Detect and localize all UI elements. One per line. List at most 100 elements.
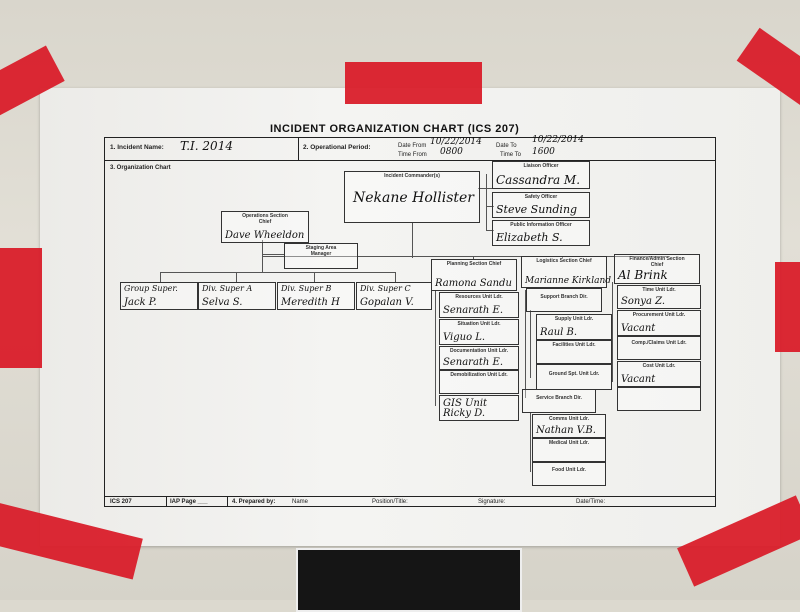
footer-position: Position/Title:: [372, 499, 408, 505]
supply-unit-box: Supply Unit Ldr. Raul B.: [536, 314, 612, 340]
resources-unit-box: Resources Unit Ldr. Senarath E.: [439, 292, 519, 318]
resources-unit-name: Senarath E.: [443, 305, 503, 316]
connector: [486, 174, 487, 230]
gis-unit-box: GIS Unit Ricky D.: [439, 395, 519, 421]
header-divider: [104, 160, 716, 161]
comms-unit-name: Nathan V.B.: [536, 425, 596, 436]
procurement-unit-box: Procurement Unit Ldr. Vacant: [617, 310, 701, 336]
planning-chief-box: Planning Section Chief Ramona Sandu: [431, 259, 517, 291]
liaison-officer-name: Cassandra M.: [496, 173, 580, 187]
finance-chief-box: Finance/Admin Section Chief Al Brink: [614, 254, 700, 284]
dark-pouch: [296, 548, 522, 612]
footer-signature: Signature:: [478, 499, 505, 505]
time-unit-box: Time Unit Ldr. Sonya Z.: [617, 285, 701, 309]
connector: [160, 272, 396, 273]
food-unit-role: Food Unit Ldr.: [533, 467, 605, 473]
procurement-unit-role: Procurement Unit Ldr.: [618, 312, 700, 318]
safety-officer-name: Steve Sunding: [496, 203, 577, 216]
gis-unit-name: GIS Unit Ricky D.: [443, 399, 503, 419]
chart-title: INCIDENT ORGANIZATION CHART (ICS 207): [270, 123, 570, 135]
division-role-b: Div. Super B: [281, 284, 331, 293]
time-unit-role: Time Unit Ldr.: [618, 287, 700, 293]
connector: [160, 272, 161, 282]
connector: [412, 222, 413, 258]
footer-prepared-by: 4. Prepared by:: [232, 499, 275, 505]
cost-unit-box: Cost Unit Ldr. Vacant: [617, 361, 701, 387]
supply-unit-role: Supply Unit Ldr.: [537, 316, 611, 322]
incident-name-label: 1. Incident Name:: [110, 144, 164, 151]
division-role-c: Div. Super C: [360, 284, 411, 293]
connector: [236, 272, 237, 282]
comms-unit-box: Comms Unit Ldr. Nathan V.B.: [532, 414, 606, 438]
time-to-label: Time To: [500, 152, 521, 158]
logistics-chief-name: Marianne Kirkland: [525, 276, 611, 286]
connector: [530, 310, 531, 378]
food-unit-box: Food Unit Ldr.: [532, 462, 606, 486]
connector: [612, 282, 613, 382]
safety-officer-role: Safety Officer: [493, 194, 589, 200]
time-unit-name: Sonya Z.: [621, 296, 665, 307]
connector: [478, 188, 492, 189]
documentation-unit-role: Documentation Unit Ldr.: [440, 348, 518, 354]
footer-iap-page: IAP Page ___: [170, 499, 208, 505]
footer-name: Name: [292, 499, 308, 505]
supply-unit-name: Raul B.: [540, 327, 577, 338]
planning-chief-role: Planning Section Chief: [432, 261, 516, 267]
documentation-unit-name: Senarath E.: [443, 357, 503, 368]
division-name-c: Gopalan V.: [360, 297, 414, 308]
support-branch-box: Support Branch Dir.: [526, 288, 602, 312]
connector: [395, 272, 396, 282]
date-from-label: Date From: [398, 143, 426, 149]
division-role-a: Div. Super A: [202, 284, 252, 293]
connector: [262, 240, 263, 272]
situation-unit-box: Situation Unit Ldr. Viguo L.: [439, 319, 519, 345]
division-role-group: Group Super.: [124, 284, 178, 293]
facilities-unit-role: Facilities Unit Ldr.: [537, 342, 611, 348]
finance-chief-role: Finance/Admin Section Chief: [615, 256, 699, 268]
planning-chief-name: Ramona Sandu: [435, 278, 512, 289]
support-branch-role: Support Branch Dir.: [527, 294, 601, 300]
time-to-value: 1600: [532, 147, 555, 157]
date-to-value: 10/22/2014: [532, 135, 584, 145]
division-name-group: Jack P.: [124, 297, 157, 308]
documentation-unit-box: Documentation Unit Ldr. Senarath E.: [439, 346, 519, 370]
date-to-label: Date To: [496, 143, 517, 149]
pio-name: Elizabeth S.: [496, 231, 563, 244]
facilities-unit-box: Facilities Unit Ldr.: [536, 340, 612, 364]
footer-divider: [104, 496, 716, 497]
footer-col-divider: [227, 496, 228, 507]
logistics-chief-box: Logistics Section Chief Marianne Kirklan…: [521, 256, 607, 288]
safety-officer-box: Safety Officer Steve Sunding: [492, 192, 590, 218]
pio-role: Public Information Officer: [493, 222, 589, 228]
situation-unit-role: Situation Unit Ldr.: [440, 321, 518, 327]
procurement-unit-name: Vacant: [621, 323, 655, 334]
footer-form-label: ICS 207: [110, 499, 132, 505]
resources-unit-role: Resources Unit Ldr.: [440, 294, 518, 300]
footer-col-divider: [166, 496, 167, 507]
incident-commander-role: Incident Commander(s): [345, 173, 479, 179]
op-period-label: 2. Operational Period:: [303, 144, 371, 151]
footer-date-time: Date/Time:: [576, 499, 605, 505]
division-name-a: Selva S.: [202, 297, 242, 308]
org-chart-section-label: 3. Organization Chart: [110, 165, 171, 171]
connector: [435, 290, 436, 406]
ground-support-unit-role: Ground Spt. Unit Ldr.: [537, 371, 611, 377]
finance-chief-name: Al Brink: [618, 268, 668, 282]
date-from-value: 10/22/2014: [430, 137, 482, 147]
liaison-officer-role: Liaison Officer: [493, 163, 589, 169]
time-from-value: 0800: [440, 147, 463, 157]
division-name-b: Meredith H: [281, 297, 340, 308]
staging-area-manager-box: Staging Area Manager: [284, 243, 358, 269]
demobilization-unit-box: Demobilization Unit Ldr.: [439, 370, 519, 394]
tape-left: [0, 248, 42, 368]
division-box-a: Div. Super A Selva S.: [198, 282, 276, 310]
comp-claims-unit-role: Comp./Claims Unit Ldr.: [618, 340, 700, 346]
medical-unit-role: Medical Unit Ldr.: [533, 440, 605, 446]
tape-top: [345, 62, 482, 104]
comms-unit-role: Comms Unit Ldr.: [533, 416, 605, 422]
cost-unit-name: Vacant: [621, 374, 655, 385]
incident-commander-box: Incident Commander(s) Nekane Hollister: [344, 171, 480, 223]
public-information-officer-box: Public Information Officer Elizabeth S.: [492, 220, 590, 246]
connector: [314, 272, 315, 282]
operations-chief-box: Operations Section Chief Dave Wheeldon: [221, 211, 309, 243]
